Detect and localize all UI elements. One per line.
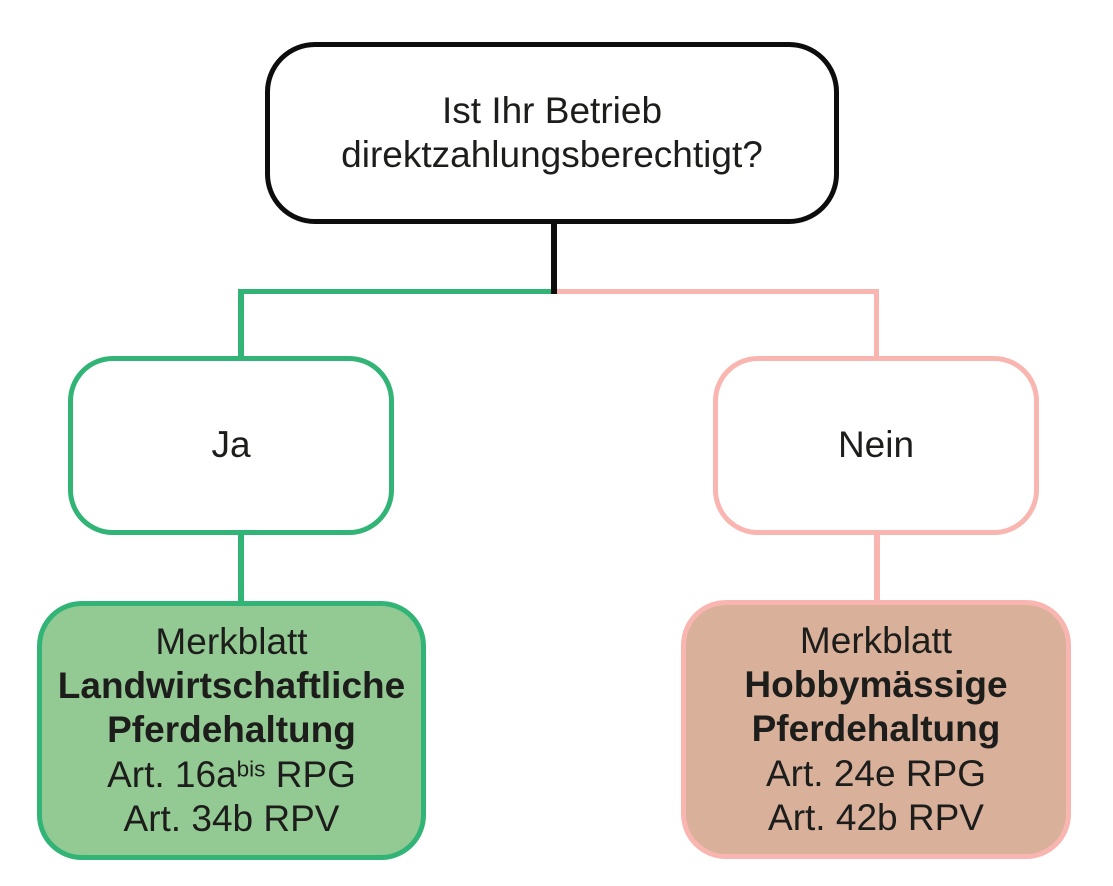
result-yes-ref-1: Art. 16abis RPG [107,753,356,797]
result-yes-ref1-prefix: Art. 16a [107,753,237,795]
connector-no-horizontal [553,288,879,294]
connector-yes-vertical-upper [238,288,244,360]
result-yes-title-2: Pferdehaltung [107,709,356,751]
result-yes-ref-2: Art. 34b RPV [123,797,340,839]
result-yes-ref1-suffix: RPG [265,753,356,795]
result-no-title-2: Pferdehaltung [751,708,1001,750]
result-no-intro: Merkblatt [799,619,953,661]
result-yes-node: Merkblatt Landwirtschaftliche Pferdehalt… [37,601,426,860]
connector-yes-horizontal [238,288,553,294]
connector-yes-vertical-lower [238,531,244,605]
result-no-ref-1: Art. 24e RPG [765,752,987,794]
no-node: Nein [713,356,1039,535]
no-label: Nein [837,424,915,466]
question-line-2: direktzahlungsberechtigt? [341,134,763,175]
connector-no-vertical-lower [874,531,880,604]
connector-no-vertical-upper [873,288,879,360]
result-yes-title-1: Landwirtschaftliche [57,665,406,707]
question-node: Ist Ihr Betrieb direktzahlungsberechtigt… [265,42,839,224]
result-no-title-1: Hobbymässige [744,664,1008,706]
result-yes-ref1-superscript: bis [236,756,266,782]
result-no-ref-2: Art. 42b RPV [768,796,984,838]
yes-node: Ja [68,356,394,535]
result-yes-intro: Merkblatt [155,620,308,662]
yes-label: Ja [211,424,251,466]
question-line-1: Ist Ihr Betrieb [441,89,663,131]
result-no-node: Merkblatt Hobbymässige Pferdehaltung Art… [681,600,1071,859]
connector-root-vertical [551,221,557,294]
